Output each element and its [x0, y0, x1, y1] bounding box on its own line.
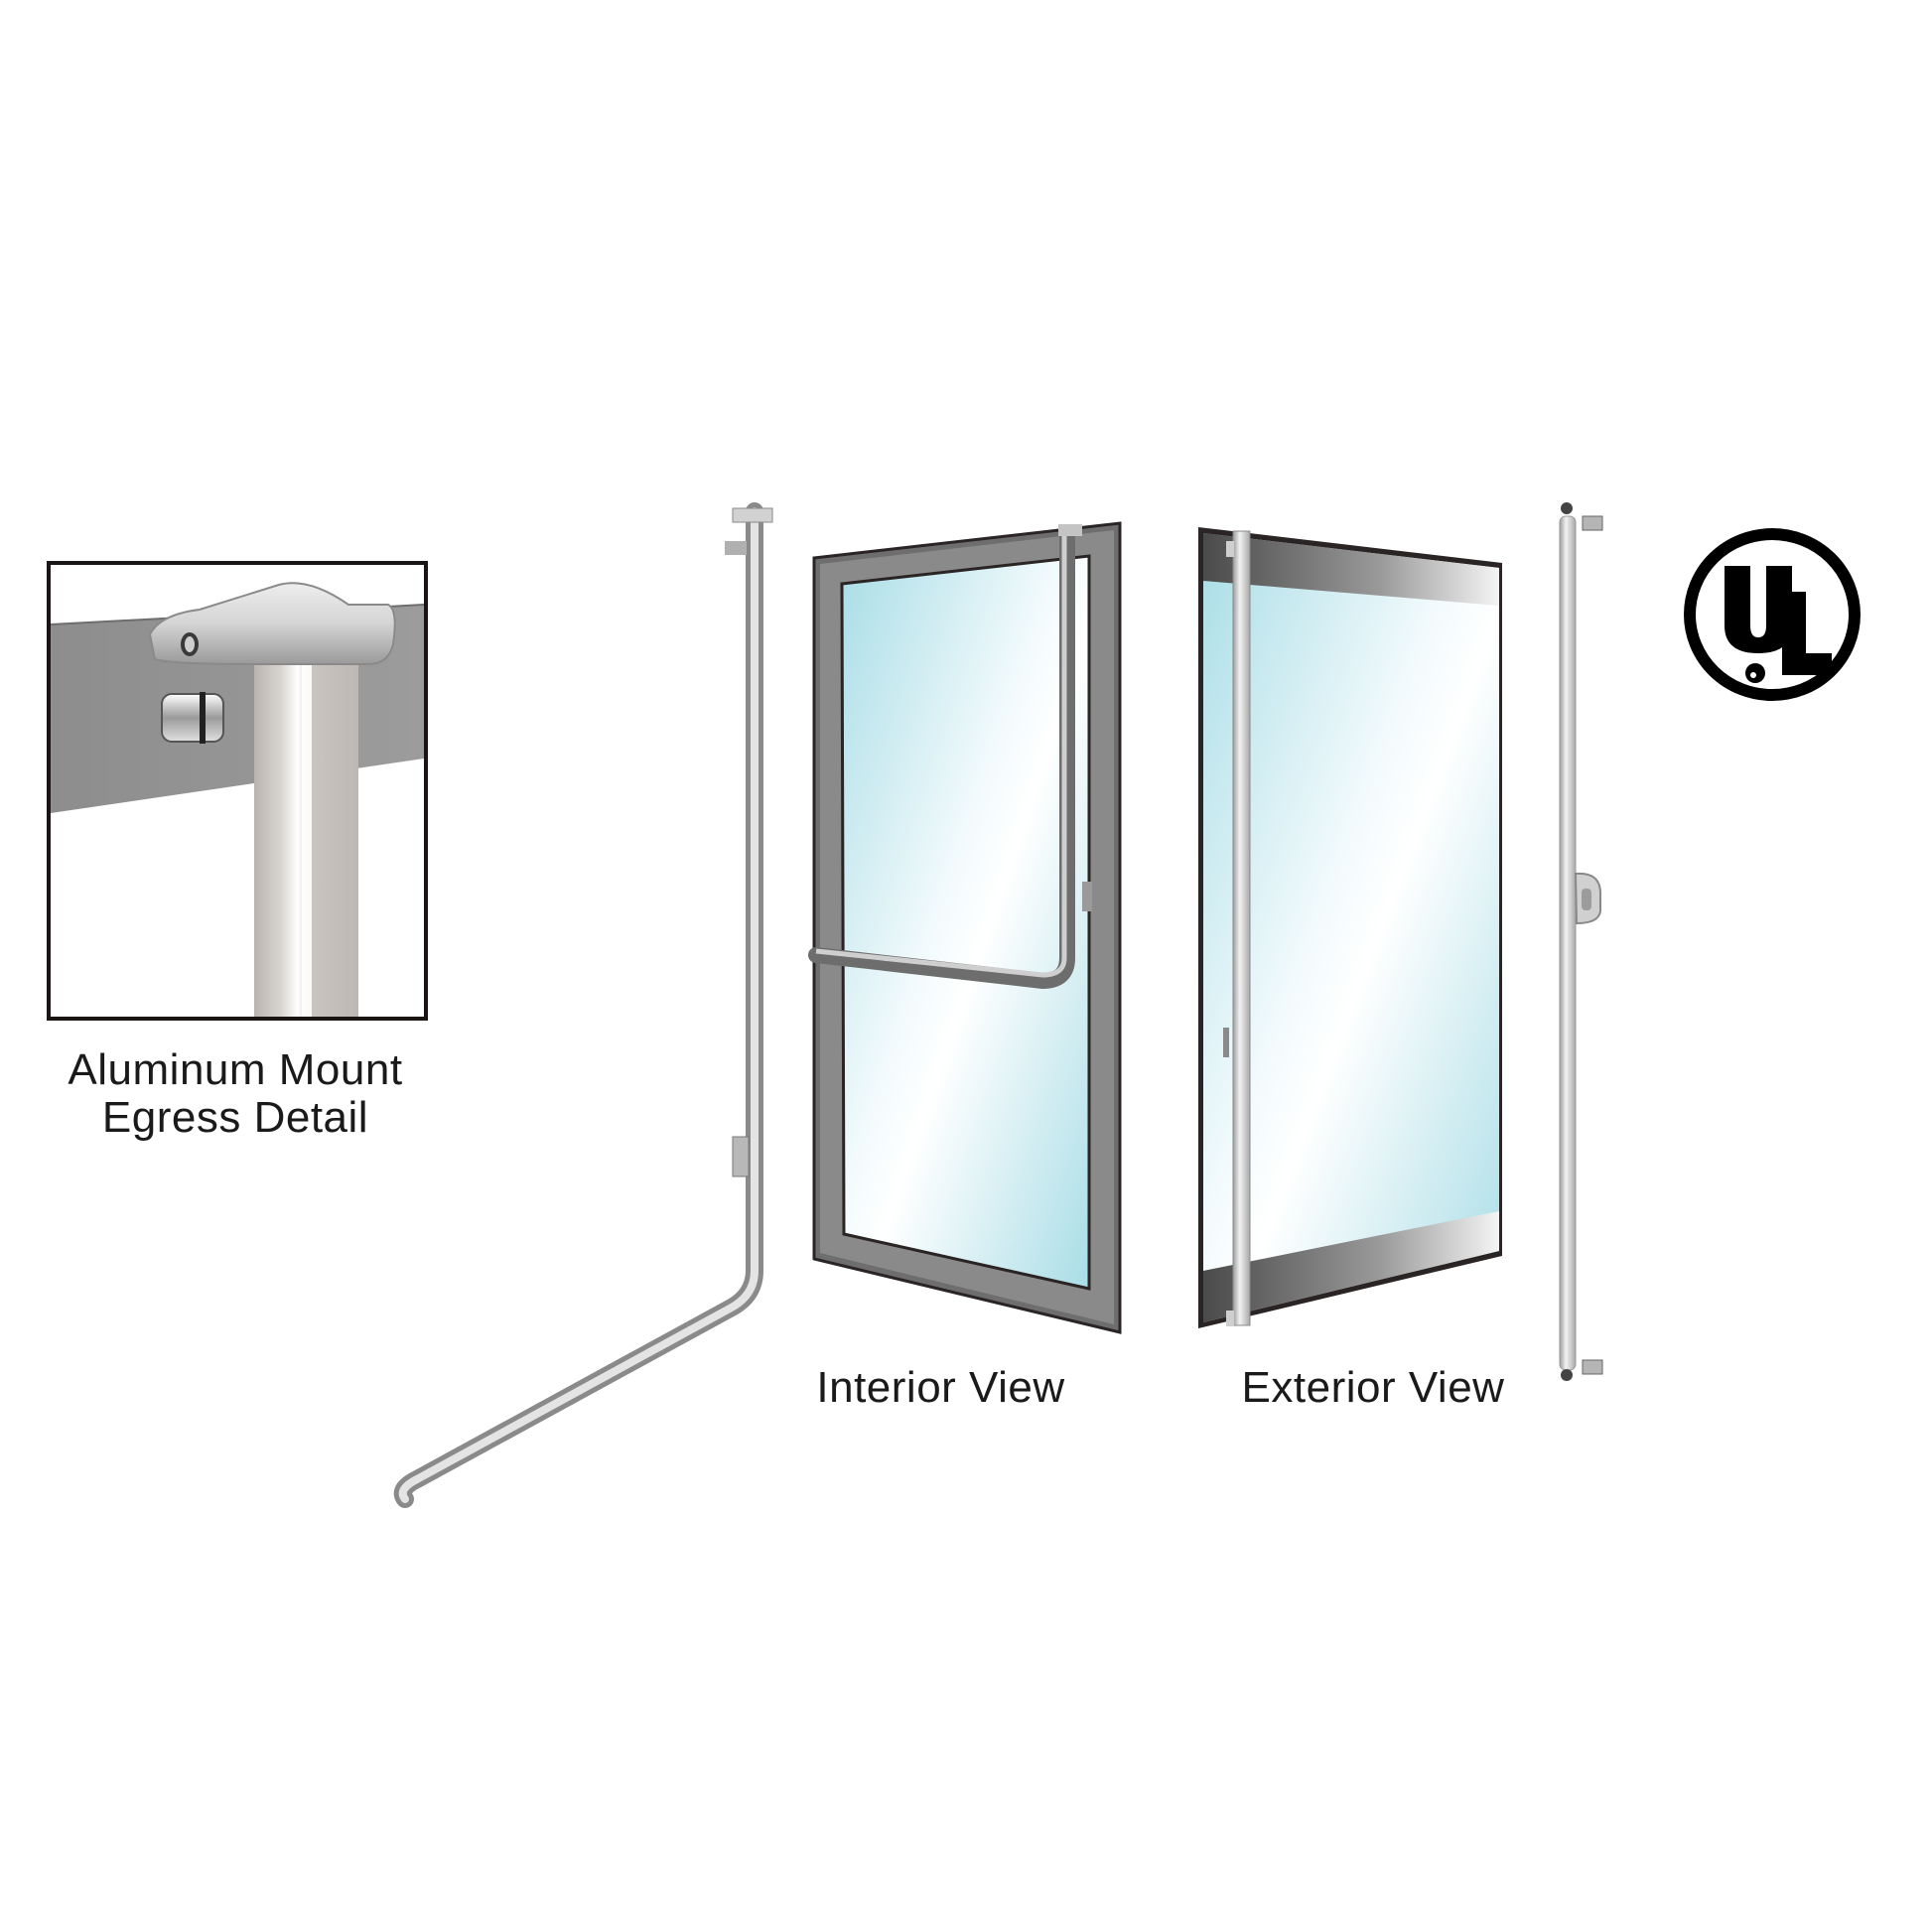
detail-caption-line2: Egress Detail — [101, 1093, 369, 1142]
exterior-door — [1198, 527, 1502, 1328]
exterior-view-label: Exterior View — [1241, 1363, 1505, 1412]
aluminum-mount-detail-inset — [47, 561, 428, 1021]
ul-listed-icon: UL — [1683, 526, 1862, 703]
egress-push-bar — [393, 502, 773, 1508]
detail-caption-line1: Aluminum Mount — [68, 1045, 403, 1094]
mount-detail-illustration — [51, 582, 424, 1017]
vertical-rod — [1559, 502, 1603, 1381]
interior-door — [808, 521, 1122, 1334]
interior-view-label: Interior View — [816, 1363, 1065, 1412]
